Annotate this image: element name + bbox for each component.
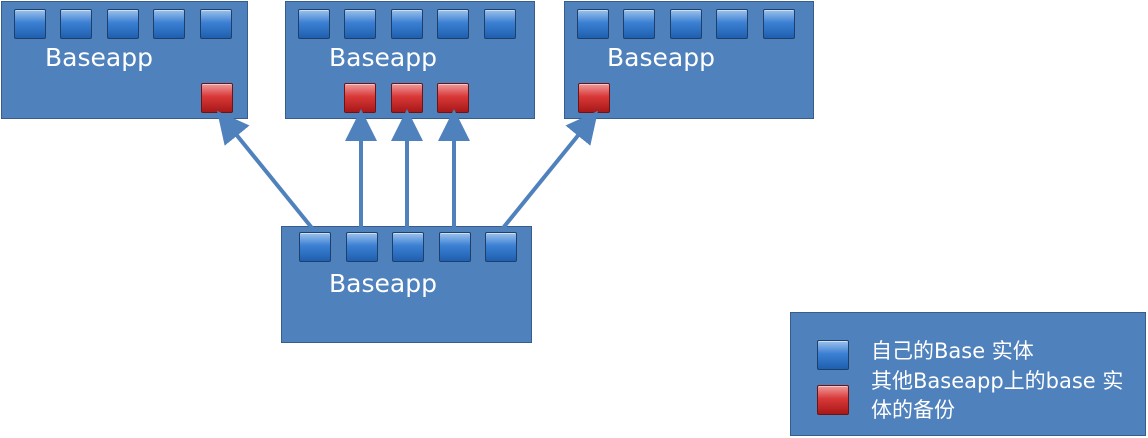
baseapp-label: Baseapp — [45, 43, 153, 72]
own-entity — [107, 9, 139, 39]
own-entity — [392, 232, 424, 262]
own-entity — [344, 9, 376, 39]
own-entity — [153, 9, 185, 39]
own-entity — [298, 9, 330, 39]
own-entity — [670, 9, 702, 39]
own-entity — [200, 9, 232, 39]
own-entity — [437, 9, 469, 39]
baseapp-box-2: Baseapp — [285, 1, 535, 119]
own-entity — [577, 9, 609, 39]
backup-entity — [344, 83, 376, 113]
backup-entity — [201, 83, 233, 113]
own-entity — [484, 9, 516, 39]
own-entity — [439, 232, 471, 262]
own-entity — [623, 9, 655, 39]
baseapp-label: Baseapp — [329, 269, 437, 298]
baseapp-label: Baseapp — [329, 43, 437, 72]
own-entity — [14, 9, 46, 39]
arrow-to-box-3 — [501, 110, 599, 230]
baseapp-box-3: Baseapp — [564, 1, 814, 119]
own-entity — [299, 232, 331, 262]
legend-backup-swatch — [817, 385, 849, 415]
legend-own-swatch — [817, 340, 849, 370]
own-entity — [763, 9, 795, 39]
own-entity — [485, 232, 517, 262]
legend-backup-label-line2: 体的备份 — [871, 398, 955, 422]
own-entity — [716, 9, 748, 39]
backup-entity — [391, 83, 423, 113]
legend-backup-label-line1: 其他Baseapp上的base 实 — [871, 369, 1124, 393]
baseapp-label: Baseapp — [607, 43, 715, 72]
legend-own-label: 自己的Base 实体 — [871, 339, 1034, 363]
own-entity — [60, 9, 92, 39]
legend-box: 自己的Base 实体 其他Baseapp上的base 实 体的备份 — [790, 312, 1146, 436]
backup-entity — [437, 83, 469, 113]
arrow-to-box-1 — [216, 110, 314, 230]
baseapp-box-1: Baseapp — [1, 1, 248, 119]
own-entity — [346, 232, 378, 262]
own-entity — [391, 9, 423, 39]
baseapp-box-source: Baseapp — [281, 226, 532, 343]
